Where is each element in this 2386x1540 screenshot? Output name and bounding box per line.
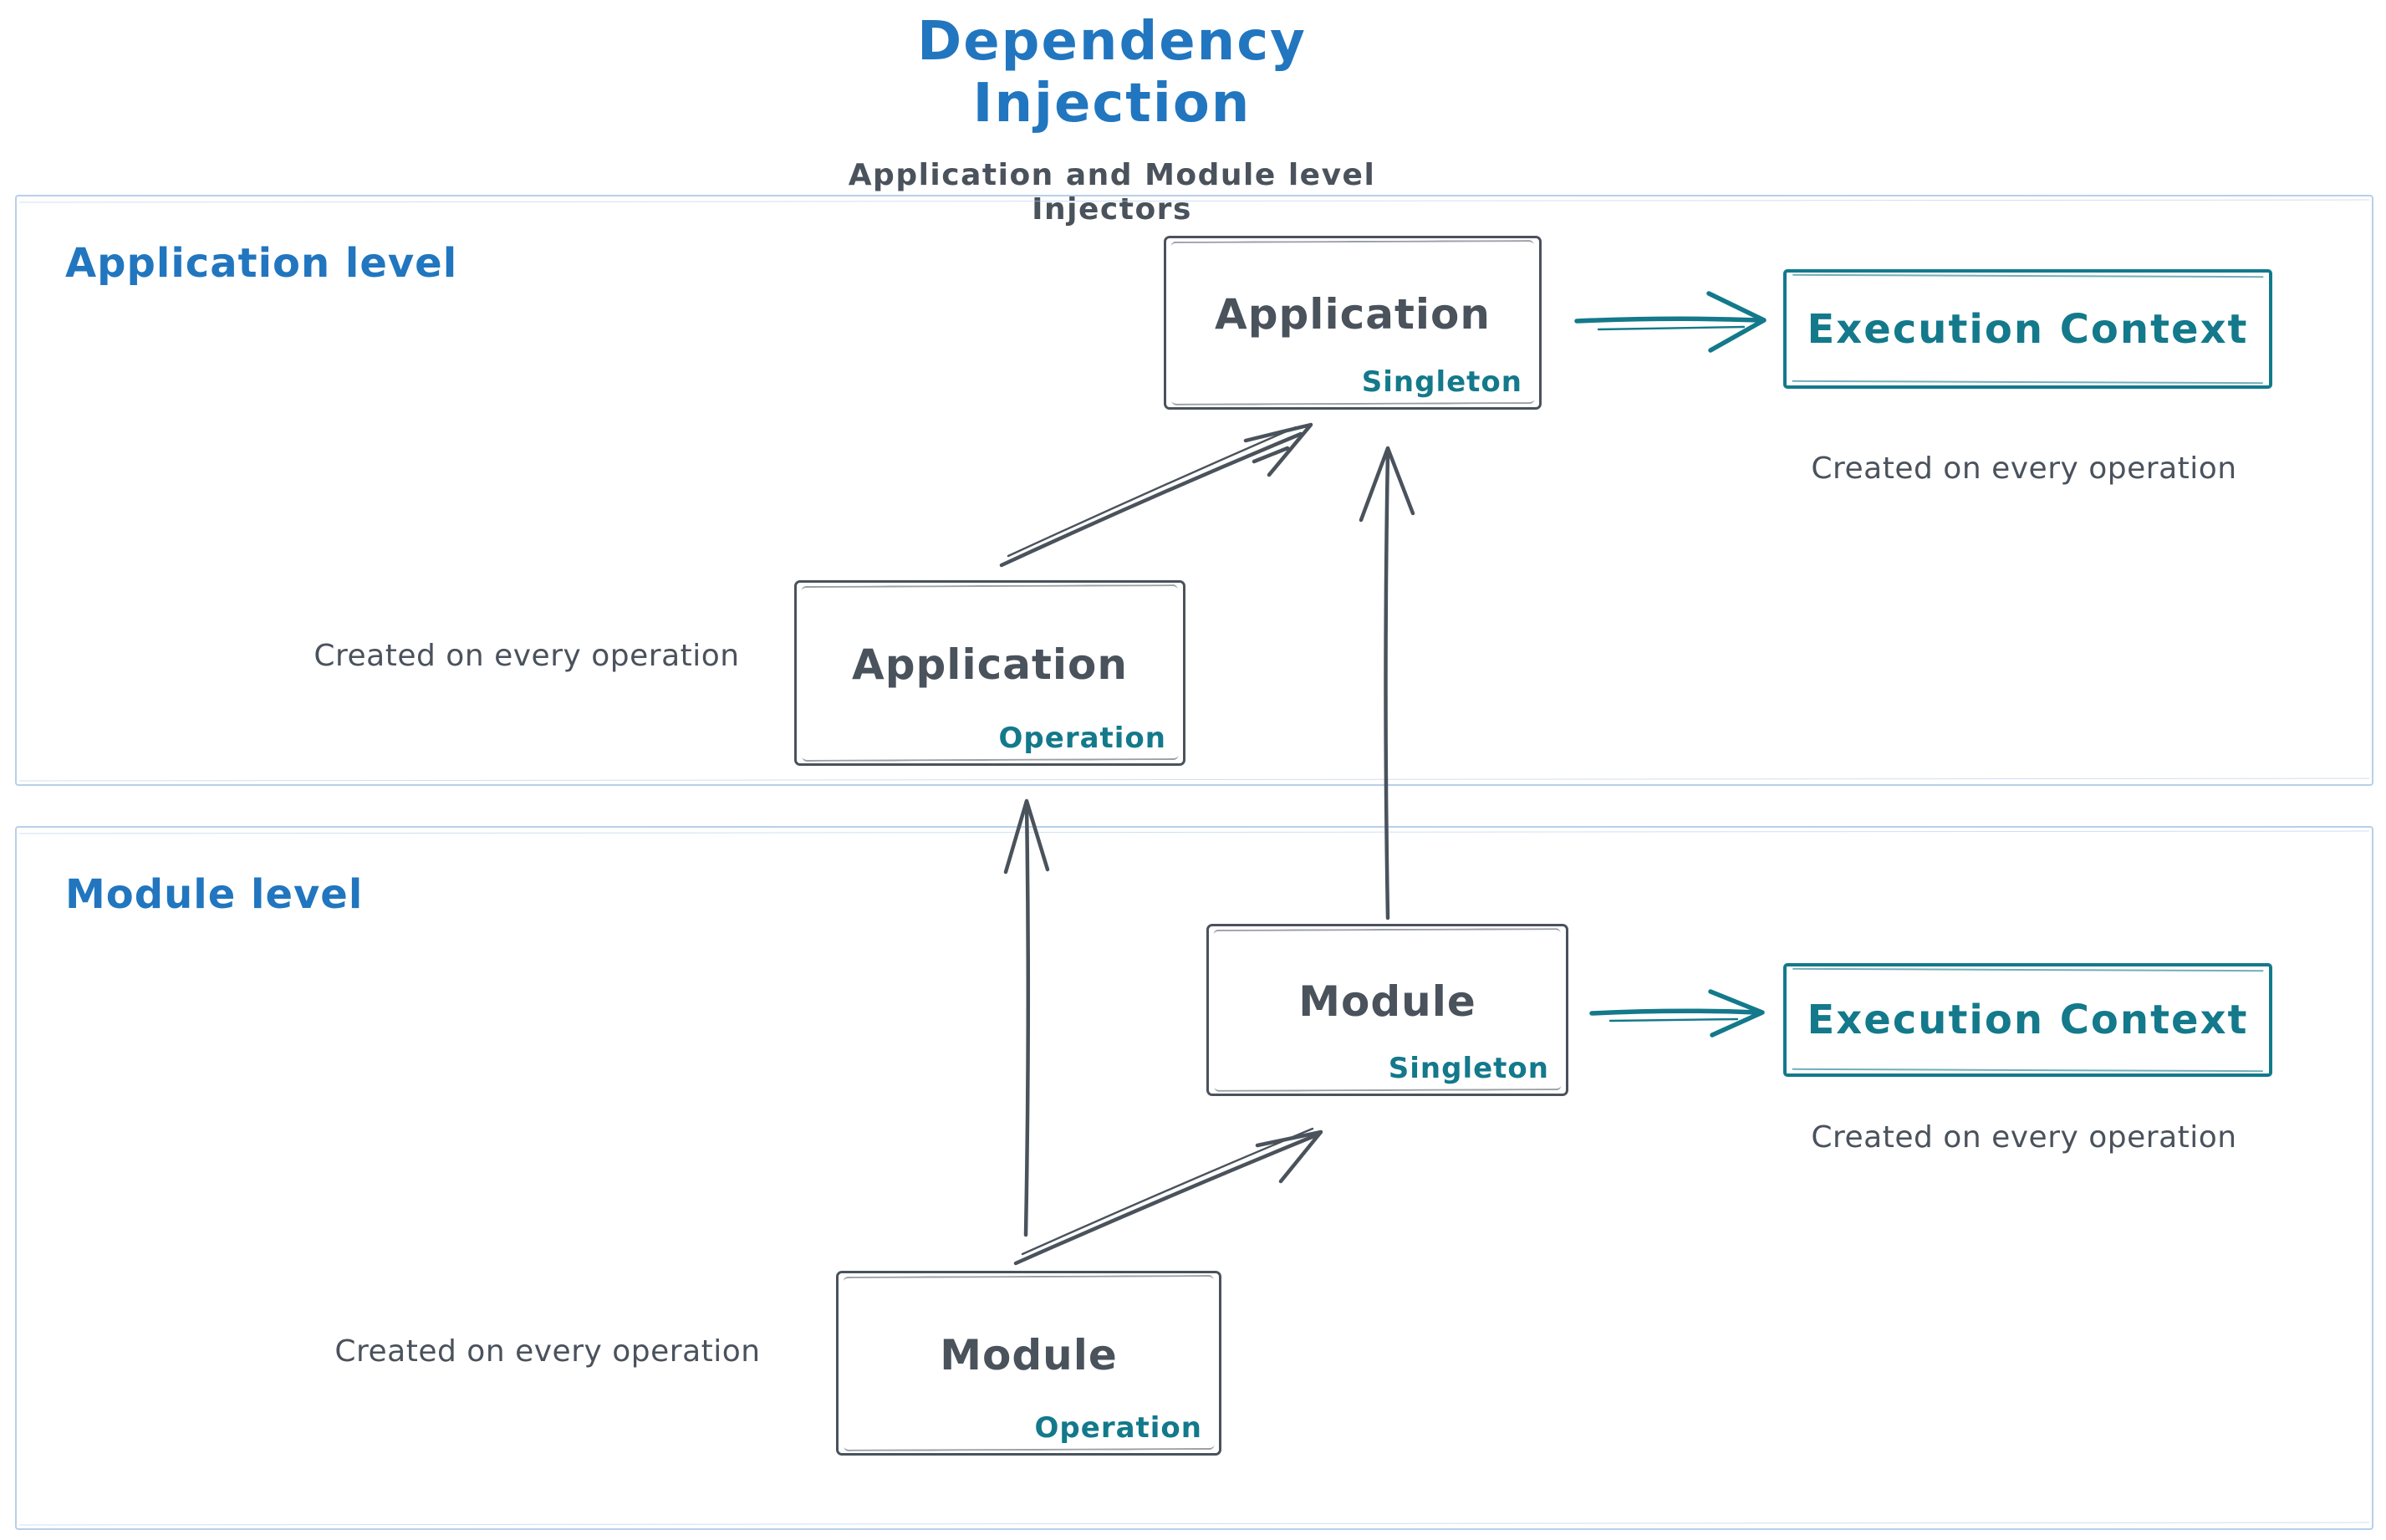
- application-operation-title: Application: [852, 640, 1128, 689]
- module-singleton-title: Module: [1298, 977, 1476, 1026]
- module-execution-context-box: Execution Context: [1783, 963, 2272, 1077]
- diagram-title: Dependency Injection: [917, 11, 1307, 135]
- application-singleton-badge: Singleton: [1361, 365, 1522, 399]
- application-operation-caption: Created on every operation: [314, 639, 740, 673]
- application-singleton-box: Application Singleton: [1164, 236, 1542, 410]
- application-level-lane: Application level: [15, 195, 2373, 786]
- module-operation-badge: Operation: [1034, 1411, 1202, 1445]
- application-execution-context-box: Execution Context: [1783, 269, 2272, 389]
- module-operation-title: Module: [940, 1330, 1118, 1379]
- module-singleton-box: Module Singleton: [1206, 924, 1568, 1096]
- module-execution-context-label: Execution Context: [1807, 997, 2249, 1043]
- module-level-lane: Module level: [15, 826, 2373, 1530]
- module-level-label: Module level: [65, 871, 364, 918]
- application-execution-context-label: Execution Context: [1807, 305, 2249, 353]
- module-operation-box: Module Operation: [836, 1271, 1221, 1456]
- application-singleton-title: Application: [1215, 290, 1491, 339]
- application-operation-badge: Operation: [998, 722, 1166, 755]
- application-execution-context-caption: Created on every operation: [1811, 451, 2237, 486]
- module-operation-caption: Created on every operation: [334, 1334, 761, 1369]
- module-execution-context-caption: Created on every operation: [1811, 1120, 2237, 1155]
- module-singleton-badge: Singleton: [1388, 1052, 1549, 1085]
- application-operation-box: Application Operation: [794, 580, 1185, 766]
- application-level-label: Application level: [65, 240, 458, 287]
